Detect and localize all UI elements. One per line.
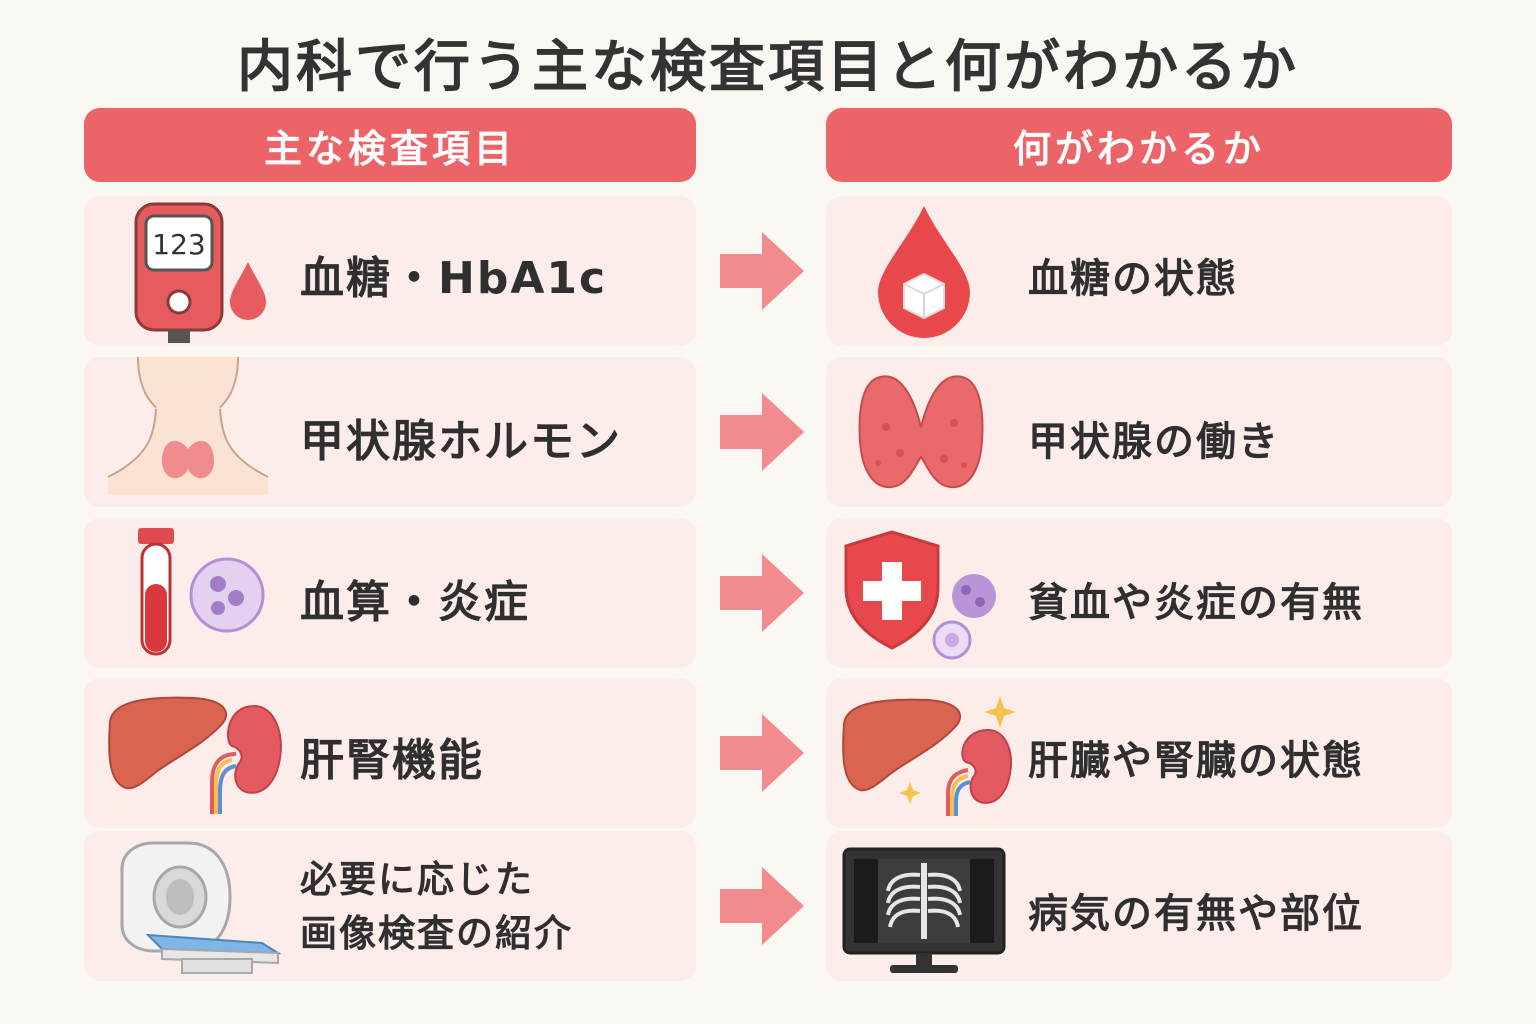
row-5-result-card: 病気の有無や部位 [826, 831, 1452, 981]
neck-thyroid-icon [108, 357, 268, 495]
row-3-test-card: 血算・炎症 [84, 518, 696, 668]
row-2-result-card: 甲状腺の働き [826, 357, 1452, 507]
header-tests: 主な検査項目 [84, 108, 696, 182]
row-3-result-card: 貧血や炎症の有無 [826, 518, 1452, 668]
ct-scanner-icon [120, 841, 282, 974]
chest-xray-monitor-icon [842, 847, 1006, 973]
row-4-test-label: 肝腎機能 [300, 735, 484, 786]
liver-kidney-sparkle-icon [842, 696, 1016, 816]
arrow-icon [720, 232, 804, 310]
page-title: 内科で行う主な検査項目と何がわかるか [237, 35, 1299, 100]
glucose-meter-icon: 123 [134, 202, 266, 343]
row-5-test-label-line-1: 必要に応じた [300, 858, 534, 901]
blood-test-tube-icon [138, 528, 174, 656]
row-2-test-card: 甲状腺ホルモン [84, 357, 696, 507]
row-2-test-label: 甲状腺ホルモン [300, 416, 622, 467]
blood-drop-sugar-icon [878, 206, 970, 338]
header-findings: 何がわかるか [826, 108, 1452, 182]
blood-cell-icon [189, 557, 265, 633]
row-1-result-card: 血糖の状態 [826, 196, 1452, 346]
row-1-test-card: 123 血糖・HbA1c [84, 196, 696, 346]
row-5-test-label: 必要に応じた 画像検査の紹介 [300, 853, 573, 961]
row-5-test-card: 必要に応じた 画像検査の紹介 [84, 831, 696, 981]
meter-display: 123 [152, 228, 205, 261]
row-3-test-label: 血算・炎症 [300, 577, 530, 628]
row-3-result-label: 貧血や炎症の有無 [1028, 580, 1364, 626]
row-4-result-label: 肝臓や腎臓の状態 [1028, 738, 1364, 784]
row-5-test-label-line-2: 画像検査の紹介 [300, 912, 573, 955]
arrow-icon [720, 714, 804, 792]
row-1-test-label: 血糖・HbA1c [300, 253, 608, 304]
arrow-icon [720, 867, 804, 945]
arrow-icon [720, 554, 804, 632]
row-5-result-label: 病気の有無や部位 [1028, 891, 1364, 937]
shield-cross-cells-icon [844, 530, 996, 660]
row-2-result-label: 甲状腺の働き [1028, 419, 1280, 465]
row-4-test-card: 肝腎機能 [84, 678, 696, 828]
liver-kidney-icon [108, 696, 282, 814]
row-1-result-label: 血糖の状態 [1028, 256, 1238, 302]
row-4-result-card: 肝臓や腎臓の状態 [826, 678, 1452, 828]
thyroid-gland-icon [858, 375, 984, 489]
arrow-icon [720, 393, 804, 471]
